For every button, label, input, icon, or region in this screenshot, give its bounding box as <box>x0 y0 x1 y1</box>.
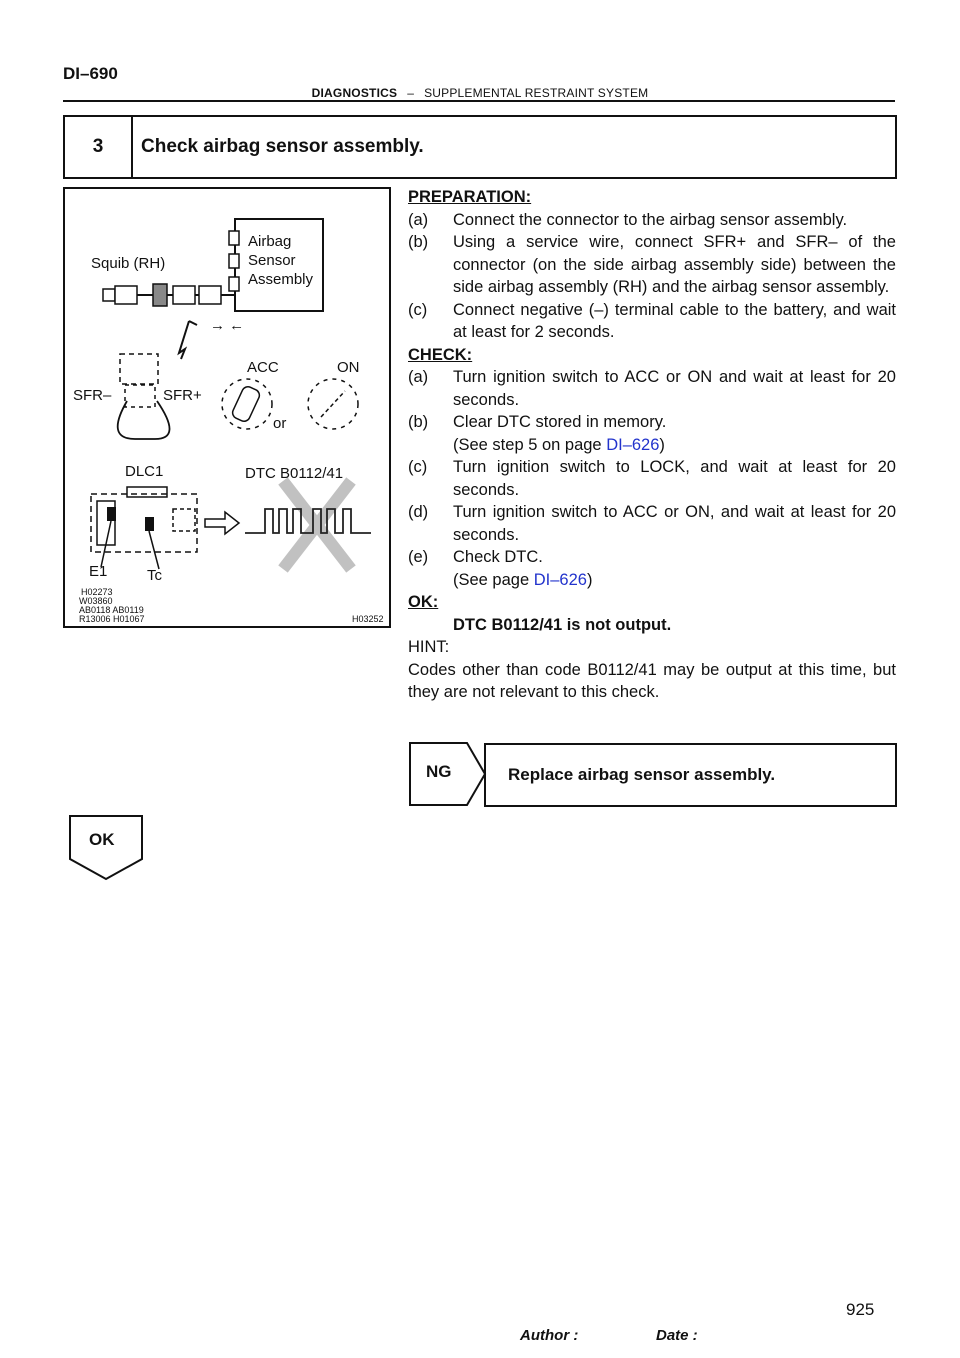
label-arrows: → ← <box>210 317 245 334</box>
label-dtc: DTC B0112/41 <box>245 465 344 482</box>
date-label: Date : <box>656 1327 698 1344</box>
figure-code-4: R13006 H01067 <box>79 614 145 624</box>
subsection-name: SUPPLEMENTAL RESTRAINT SYSTEM <box>424 86 649 100</box>
diagram-drawing <box>90 218 371 573</box>
prep-item-a: (a)Connect the connector to the airbag s… <box>408 210 848 229</box>
ng-tag-shape <box>409 742 487 806</box>
check-item-b: (b)Clear DTC stored in memory. <box>408 413 667 431</box>
ng-action-box: Replace airbag sensor assembly. <box>484 743 897 807</box>
ng-action: Replace airbag sensor assembly. <box>508 765 776 784</box>
step-number: 3 <box>65 117 133 177</box>
ok-tag: OK <box>89 830 115 849</box>
ok-heading: OK: <box>408 593 439 611</box>
procedure-text: PREPARATION: (a)Connect the connector to… <box>408 186 896 704</box>
header-section: DIAGNOSTICS–SUPPLEMENTAL RESTRAINT SYSTE… <box>0 86 960 100</box>
label-dlc1: DLC1 <box>125 463 164 480</box>
check-item-a: (a)Turn ignition switch to ACC or ON and… <box>408 368 896 409</box>
prep-item-b: (b)Using a service wire, connect SFR+ an… <box>408 233 896 296</box>
figure-code-1: H02273 <box>81 587 113 597</box>
ng-tag: NG <box>426 762 452 781</box>
label-assembly: Assembly <box>248 271 314 288</box>
ok-result: DTC B0112/41 is not output. <box>453 615 672 634</box>
page-number: 925 <box>846 1300 875 1319</box>
label-sfr-minus: SFR– <box>73 387 112 404</box>
section-separator: – <box>407 86 415 100</box>
label-sensor: Sensor <box>248 252 296 269</box>
section-name: DIAGNOSTICS <box>311 86 398 100</box>
page-link-di626-2[interactable]: DI–626 <box>533 570 587 589</box>
author-label: Author : <box>520 1327 579 1344</box>
figure-code-3: AB0118 AB0119 <box>79 605 144 615</box>
label-squib: Squib (RH) <box>91 255 166 272</box>
figure-code-2: W03860 <box>79 596 113 606</box>
step-title: Check airbag sensor assembly. <box>141 136 424 157</box>
check-item-b-ref: (See step 5 on page DI–626) <box>453 435 665 454</box>
check-item-d: (d)Turn ignition switch to ACC or ON, an… <box>408 503 896 544</box>
label-acc: ACC <box>247 359 279 376</box>
preparation-heading: PREPARATION: <box>408 188 532 206</box>
label-sfr-plus: SFR+ <box>163 387 202 404</box>
label-airbag: Airbag <box>248 233 292 250</box>
figure-code-right: H03252 <box>352 614 384 624</box>
label-e1: E1 <box>89 563 108 580</box>
prep-item-c: (c)Connect negative (–) terminal cable t… <box>408 300 896 342</box>
hint-text: Codes other than code B0112/41 may be ou… <box>408 660 896 702</box>
check-heading: CHECK: <box>408 345 473 364</box>
step-box: 3 Check airbag sensor assembly. <box>63 115 897 179</box>
header-rule <box>63 100 895 102</box>
ok-tag-shape <box>69 815 143 881</box>
check-item-c: (c)Turn ignition switch to LOCK, and wai… <box>408 458 896 499</box>
check-item-e: (e)Check DTC. <box>408 548 543 566</box>
page-link-di626[interactable]: DI–626 <box>606 435 660 454</box>
diagram-figure: Airbag Sensor Assembly Squib (RH) → ← AC… <box>63 187 391 628</box>
label-on: ON <box>337 359 360 376</box>
label-tc: Tc <box>147 567 162 584</box>
hint-heading: HINT: <box>408 638 450 656</box>
page-id: DI–690 <box>63 64 118 83</box>
check-item-e-ref: (See page DI–626) <box>453 570 593 589</box>
label-or: or <box>273 415 287 432</box>
